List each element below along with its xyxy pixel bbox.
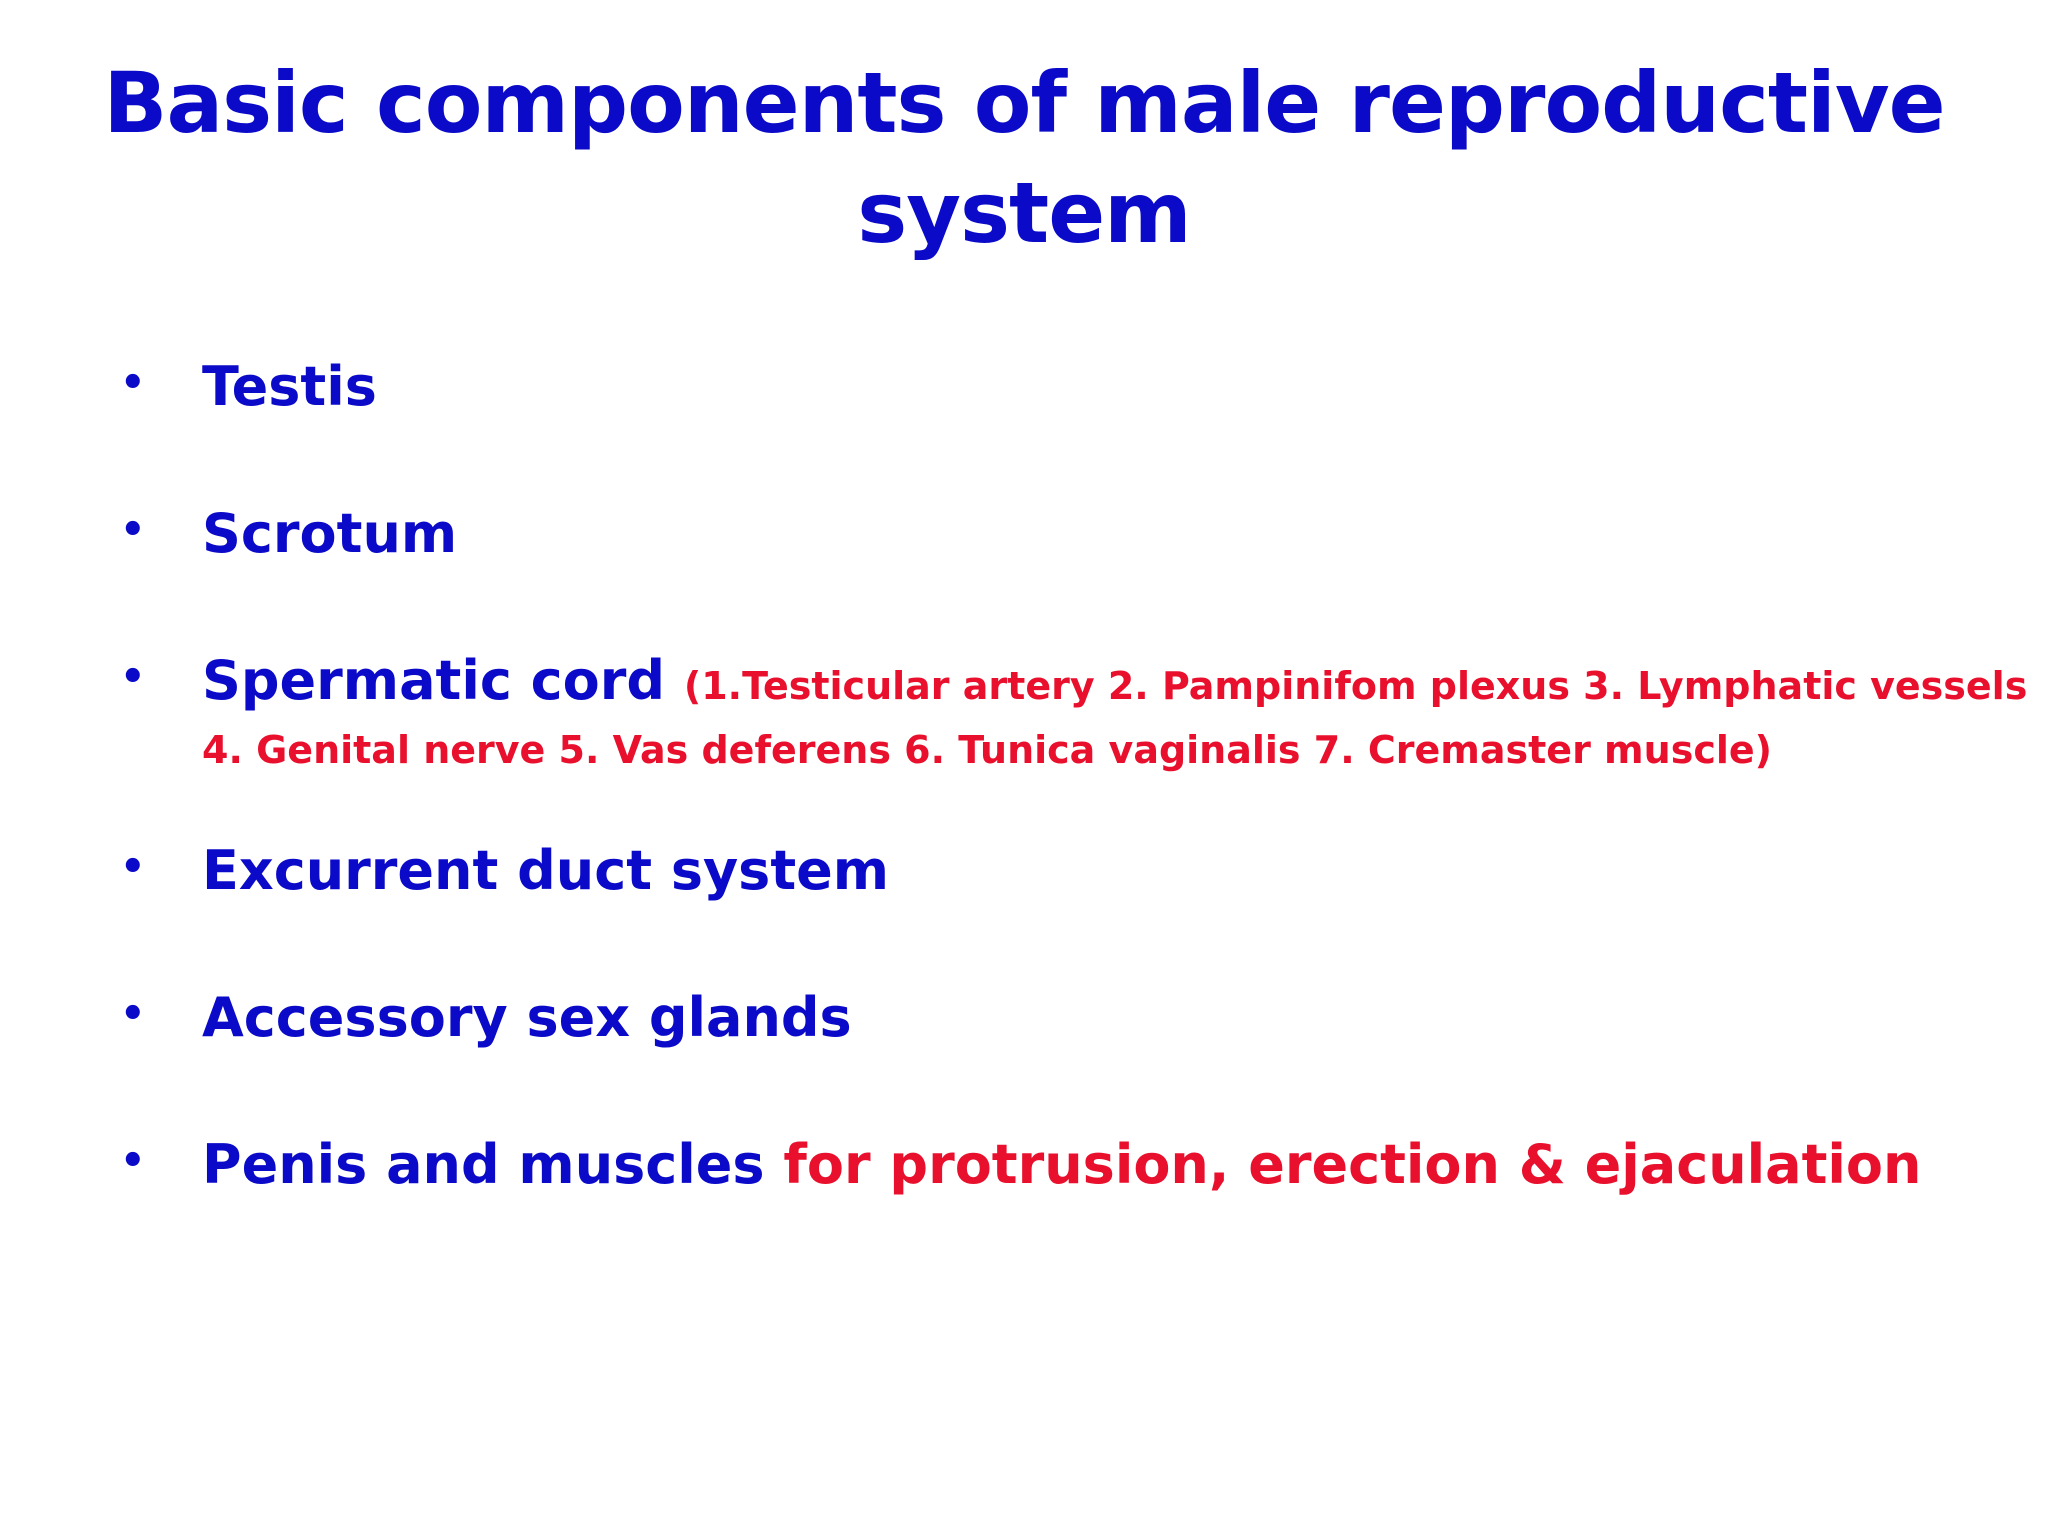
bullet-text: Excurrent duct system xyxy=(202,839,890,902)
bullet-dot-icon: • xyxy=(120,1138,146,1184)
slide-title: Basic components of male reproductive sy… xyxy=(103,54,1945,262)
bullet-dot-icon: • xyxy=(120,991,146,1037)
bullet-item-testis: • Testis xyxy=(120,355,377,419)
bullet-item-spermatic-cord: • Spermatic cord (1.Testicular artery 2.… xyxy=(120,649,2032,777)
bullet-detail: (1.Testicular artery 2. Pampinifom plexu… xyxy=(202,664,2028,772)
bullet-detail: for protrusion, erection & ejaculation xyxy=(783,1133,1922,1196)
bullet-text: Spermatic cord xyxy=(202,649,666,712)
bullet-text: Accessory sex glands xyxy=(202,986,852,1049)
bullet-text: Scrotum xyxy=(202,502,458,565)
bullet-item-excurrent-duct: • Excurrent duct system xyxy=(120,839,889,903)
bullet-dot-icon: • xyxy=(120,654,146,700)
bullet-item-penis-muscles: • Penis and muscles for protrusion, erec… xyxy=(120,1133,2032,1197)
bullet-dot-icon: • xyxy=(120,844,146,890)
bullet-dot-icon: • xyxy=(120,507,146,553)
bullet-item-scrotum: • Scrotum xyxy=(120,502,457,566)
bullet-item-accessory-glands: • Accessory sex glands xyxy=(120,986,852,1050)
bullet-text: Testis xyxy=(202,355,377,418)
bullet-text: Penis and muscles xyxy=(202,1133,765,1196)
bullet-dot-icon: • xyxy=(120,360,146,406)
